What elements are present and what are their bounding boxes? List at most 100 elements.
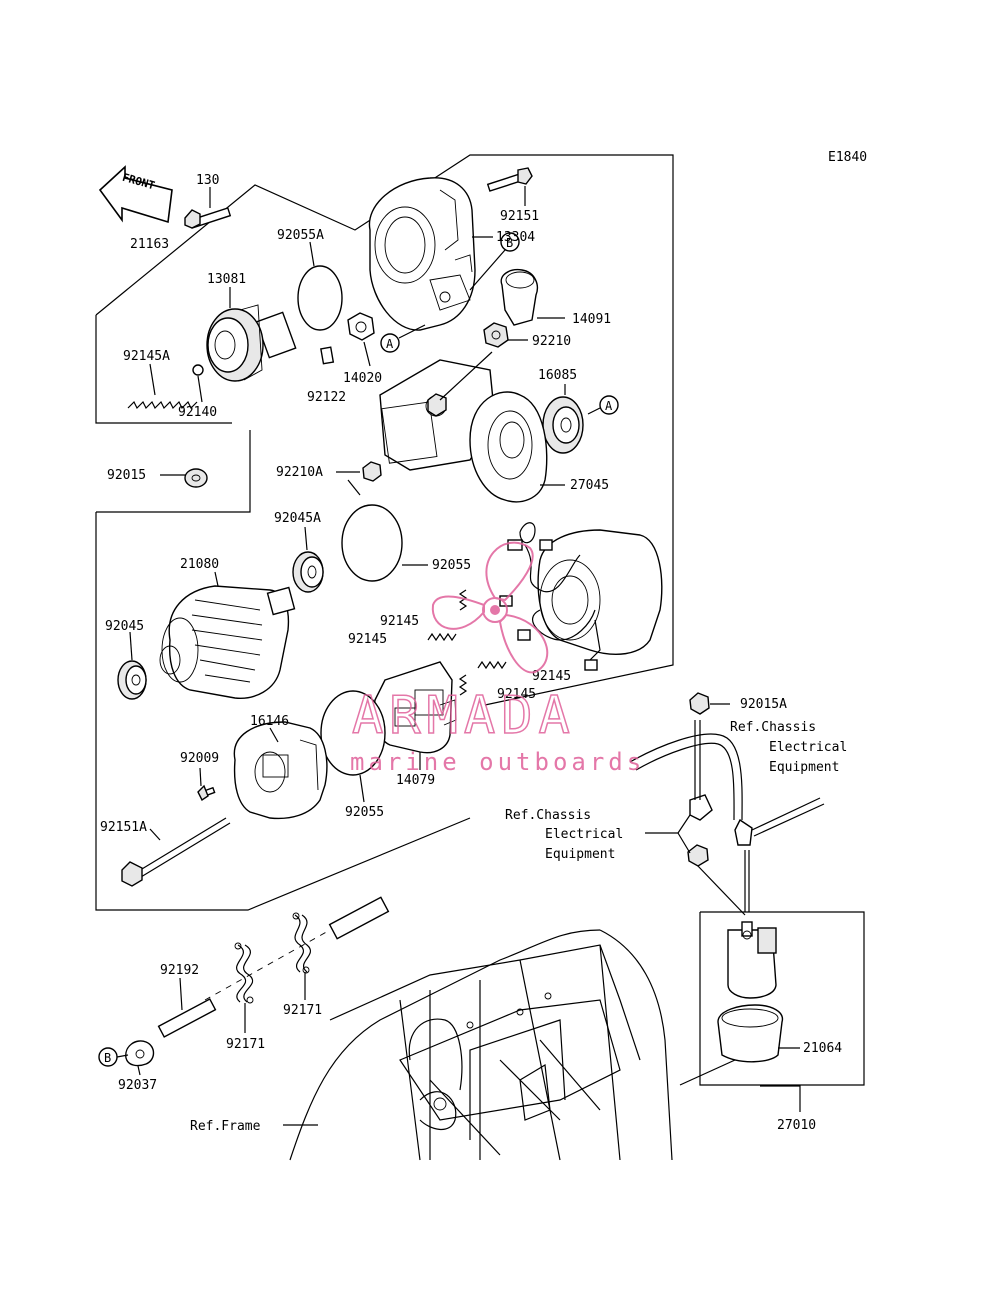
gear-16085-icon [542, 396, 584, 454]
nut-92210A-icon [362, 461, 382, 482]
label-92055A: 92055A [277, 228, 324, 243]
label-92015: 92015 [107, 468, 146, 483]
ball-92140-icon [192, 364, 204, 376]
label-92045A: 92045A [274, 511, 321, 526]
label-92122: 92122 [307, 390, 346, 405]
svg-text:Ref.Chassis: Ref.Chassis [505, 808, 591, 823]
label-27010: 27010 [777, 1118, 816, 1133]
armada-watermark: ARMADA marine outboards [350, 541, 645, 776]
label-92151A: 92151A [100, 820, 147, 835]
label-21080: 21080 [180, 557, 219, 572]
label-92009: 92009 [180, 751, 219, 766]
propeller-logo-icon [431, 541, 549, 674]
label-92171-a: 92171 [226, 1037, 265, 1052]
bolt-92151-icon [486, 167, 533, 192]
clutch-gear-13081-icon [206, 304, 297, 382]
battery-cable-icon [629, 720, 825, 916]
label-92171-b: 92171 [283, 1003, 322, 1018]
o-ring-92055-icon [341, 504, 403, 582]
bearing-92045A-icon [292, 551, 324, 593]
label-13304: 13304 [496, 230, 535, 245]
svg-text:Equipment: Equipment [769, 760, 839, 775]
label-92055: 92055 [432, 558, 471, 573]
label-92037: 92037 [118, 1078, 157, 1093]
svg-text:B: B [506, 236, 513, 250]
label-16085: 16085 [538, 368, 577, 383]
front-arrow-icon: FRONT [98, 165, 173, 224]
svg-text:B: B [104, 1051, 111, 1065]
label-14079: 14079 [396, 773, 435, 788]
relay-cover-21064-icon [717, 1004, 784, 1063]
spring-92145-a-icon [458, 589, 468, 611]
o-ring-92055A-icon [297, 265, 343, 331]
label-13081: 13081 [207, 272, 246, 287]
svg-text:A: A [605, 399, 613, 413]
diagram-code: E1840 [828, 150, 867, 165]
pin-92122-icon [320, 346, 335, 365]
label-92192: 92192 [160, 963, 199, 978]
housing-13304-icon [368, 177, 476, 331]
spring-92145A-icon [127, 400, 198, 410]
spring-92145-c-icon [477, 660, 507, 670]
label-27045: 27045 [570, 478, 609, 493]
frame-reference-drawing [289, 929, 673, 1161]
part-14020-icon [347, 312, 375, 341]
label-92145A: 92145A [123, 349, 170, 364]
label-92015A: 92015A [740, 697, 787, 712]
relay-group-outline [699, 911, 865, 1086]
label-92055-b: 92055 [345, 805, 384, 820]
nut-92210-icon [483, 322, 509, 348]
label-92145-b: 92145 [348, 632, 387, 647]
label-92151: 92151 [500, 209, 539, 224]
label-21163: 21163 [130, 237, 169, 252]
starter-relay-icon [727, 921, 777, 999]
screw-92009-icon [197, 784, 216, 802]
label-92045: 92045 [105, 619, 144, 634]
washer-92015-icon [184, 468, 208, 488]
callout-b-top: B [469, 232, 520, 291]
clamp-92171-b-icon [292, 912, 311, 974]
svg-text:Electrical: Electrical [769, 740, 847, 755]
spring-92145-d-icon [458, 674, 468, 696]
armature-21080-icon [159, 585, 296, 699]
terminal-cap-14091-icon [500, 268, 539, 326]
o-ring-92055-b-icon [320, 690, 386, 776]
label-92145-a: 92145 [380, 614, 419, 629]
label-21064: 21064 [803, 1041, 842, 1056]
watermark-tagline: marine outboards [350, 748, 645, 776]
nut-chassis-icon [687, 844, 709, 867]
callout-a-top: A [380, 324, 426, 353]
label-130: 130 [196, 173, 219, 188]
starter-group-outline [95, 154, 674, 911]
end-cover-16146-icon [233, 721, 328, 820]
label-92140: 92140 [178, 405, 217, 420]
svg-text:Ref.Chassis: Ref.Chassis [730, 720, 816, 735]
bearing-92045-icon [117, 660, 147, 700]
clip-92037-icon [125, 1040, 155, 1067]
label-92210: 92210 [532, 334, 571, 349]
spring-92145-b-icon [427, 632, 457, 642]
label-92145-d: 92145 [497, 687, 536, 702]
callout-a-right: A [587, 395, 619, 415]
label-92210A: 92210A [276, 465, 323, 480]
label-14020: 14020 [343, 371, 382, 386]
svg-text:A: A [386, 337, 394, 351]
tube-92192-b-icon [328, 896, 390, 940]
label-16146: 16146 [250, 714, 289, 729]
long-bolt-92151A-icon [121, 817, 231, 887]
nut-92015A-icon [689, 692, 710, 715]
callout-b-bottom: B [98, 1047, 129, 1067]
tube-92192-icon [157, 998, 217, 1038]
end-cover-27045-icon [469, 391, 548, 503]
label-92145-c: 92145 [532, 669, 571, 684]
watermark-brand: ARMADA [352, 686, 576, 746]
label-14091: 14091 [572, 312, 611, 327]
svg-text:Electrical: Electrical [545, 827, 623, 842]
bolt-130-icon [184, 207, 232, 229]
ref-chassis-electrical-1: Ref.Chassis Electrical Equipment [730, 720, 847, 775]
motor-yoke-icon [499, 522, 663, 671]
svg-text:Equipment: Equipment [545, 847, 615, 862]
clamp-92171-a-icon [234, 942, 254, 1004]
ref-frame: Ref.Frame [190, 1119, 261, 1134]
